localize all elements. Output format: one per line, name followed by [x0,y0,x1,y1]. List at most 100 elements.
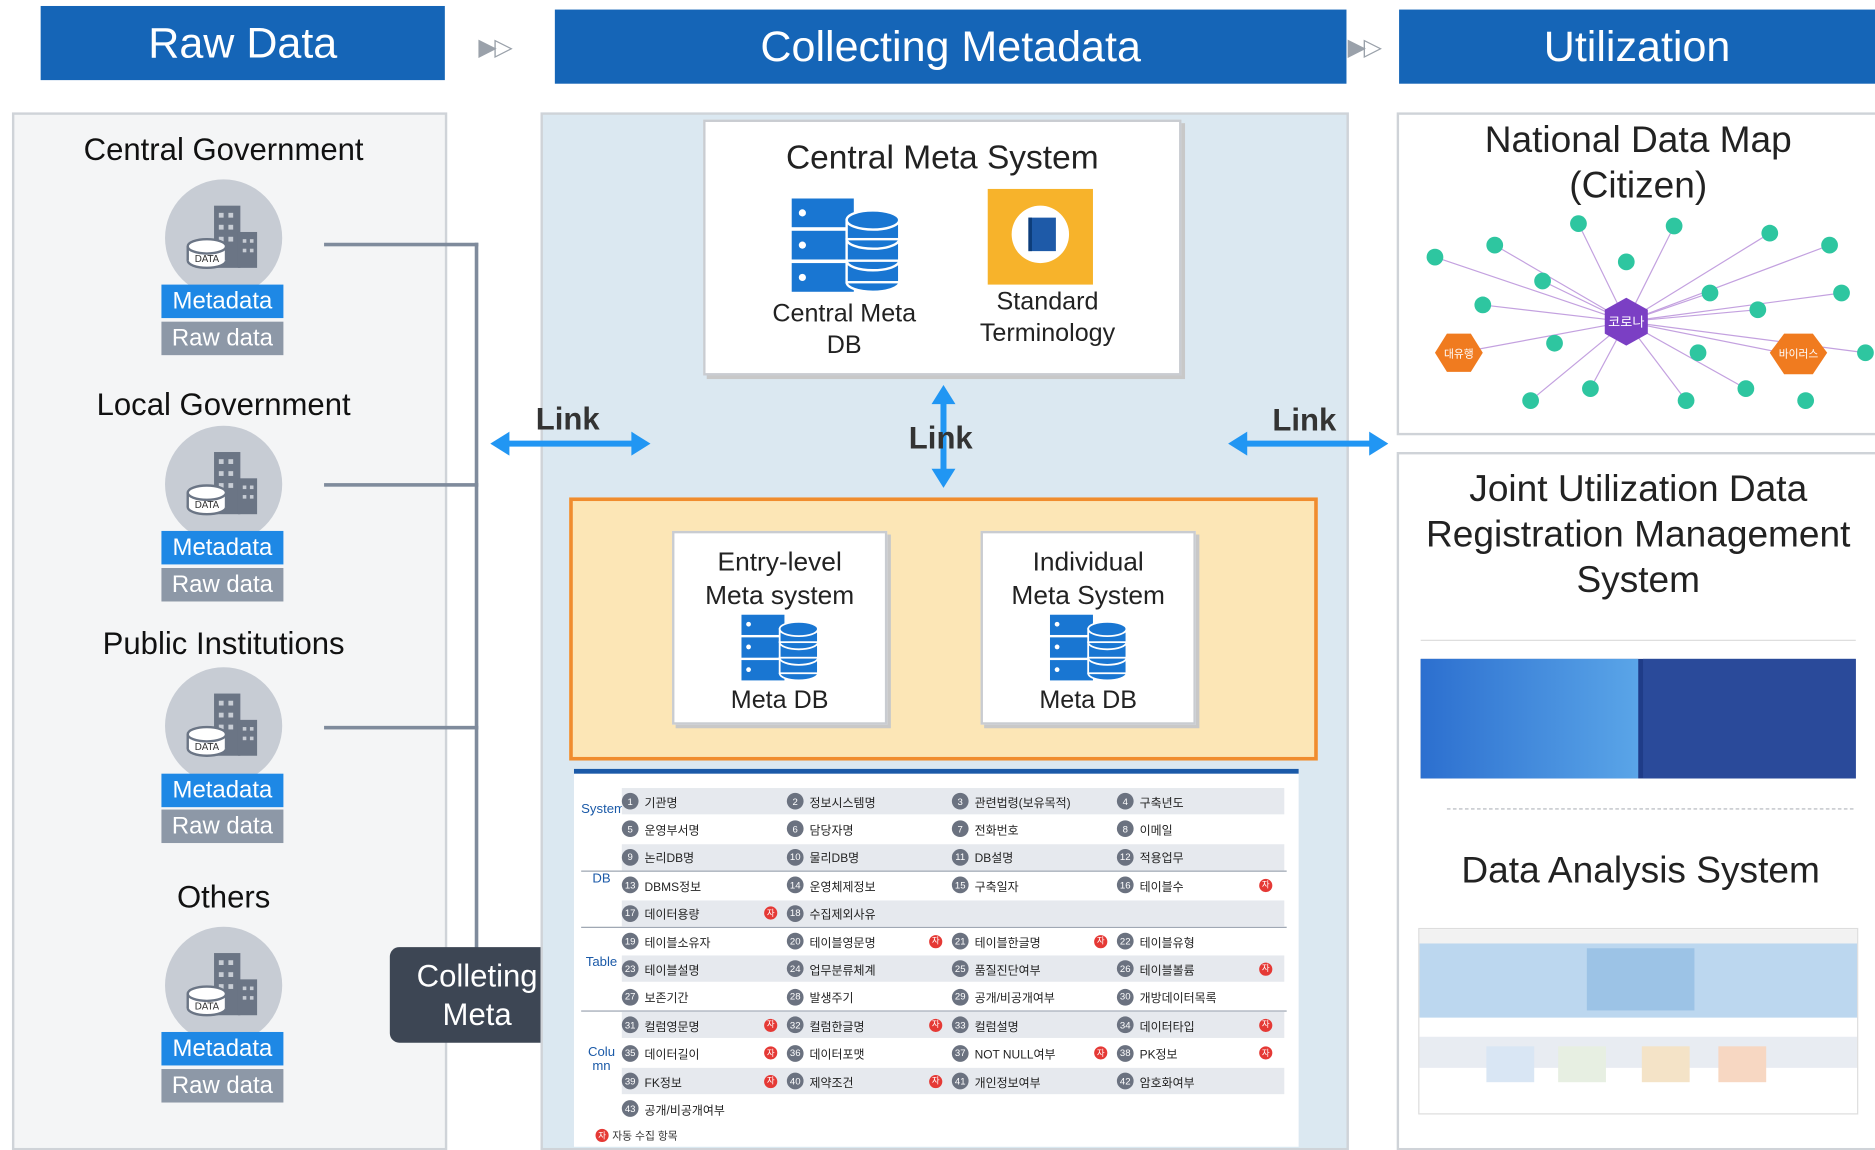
link-label-center: Link [908,419,973,456]
connector-central [324,242,479,247]
auto-collect-marker: 자 [929,1018,943,1032]
meta-item-label: 정보시스템명 [809,797,876,811]
auto-collect-marker: 자 [1094,1046,1108,1060]
auto-collect-marker: 자 [764,906,778,920]
central-meta-db-label-2: DB [826,331,862,359]
db-icon-text: DATA [195,1001,220,1012]
link-arrow-left [490,431,651,456]
meta-item-number: 41 [951,1072,969,1090]
flow-arrows-1: ▶▷ [478,34,512,61]
colleting-meta-line1: Colleting [416,957,538,994]
meta-item-label: 컬럼한글명 [809,1020,865,1034]
raw-data-label: Raw data [161,1069,284,1103]
raw-data-label: Raw data [161,809,284,844]
individual-db-icon [1049,614,1128,682]
meta-item-number: 1 [621,792,639,810]
source-title: Others [176,878,271,915]
meta-item-number: 29 [951,988,969,1006]
meta-item-number: 17 [621,904,639,922]
meta-item-label: 개인정보여부 [974,1076,1041,1090]
meta-item-label: 논리DB명 [644,852,695,867]
central-meta-db-label-1: Central Meta [772,300,917,328]
meta-item-label: NOT NULL여부 [974,1048,1056,1062]
book-icon [1028,217,1056,252]
meta-item-number: 42 [1116,1072,1134,1090]
metadata-label: Metadata [161,773,284,808]
auto-collect-marker: 자 [929,934,943,948]
meta-item-label: 기관명 [644,797,678,811]
meta-item-number: 26 [1116,960,1134,978]
meta-item-number: 20 [786,932,804,950]
auto-collect-marker: 자 [1259,1046,1273,1060]
meta-item-label: 컬럼영문명 [644,1020,700,1034]
meta-item-label: FK정보 [644,1076,682,1090]
joint-utilization-title-3: System [1576,558,1701,601]
central-meta-db-icon [791,198,901,293]
building-db-icon: DATA [186,693,258,757]
meta-item-number: 13 [621,876,639,894]
divider-dashed [1446,808,1854,810]
meta-item-label: 구축일자 [974,880,1019,895]
meta-item-label: 데이터포맷 [809,1048,865,1062]
building-db-icon: DATA [186,452,258,516]
link-label-left: Link [535,400,600,437]
meta-item-number: 28 [786,988,804,1006]
meta-item-label: 컬럼설명 [974,1020,1019,1034]
meta-item-number: 30 [1116,988,1134,1006]
meta-item-number: 6 [786,820,804,838]
meta-item-label: 보존기간 [644,992,689,1007]
meta-item-label: 구축년도 [1139,797,1184,811]
flow-arrows-2: ▶▷ [1347,34,1382,61]
meta-item-number: 14 [786,876,804,894]
meta-item-label: 물리DB명 [809,852,860,867]
joint-utilization-screenshot [1420,615,1856,779]
db-icon-text: DATA [195,254,220,265]
auto-collect-marker: 자 [1259,878,1273,892]
data-analysis-screenshot [1418,927,1859,1115]
standard-terminology-label: Standard Terminology [952,287,1143,349]
meta-item-number: 22 [1116,932,1134,950]
building-db-icon: DATA [186,205,258,270]
joint-utilization-title: Joint Utilization Data Registration Mana… [1401,466,1875,602]
meta-item-number: 12 [1116,848,1134,866]
meta-table-group-label: Table [585,955,618,971]
raw-data-label: Raw data [161,568,284,602]
individual-box: Individual Meta System Meta DB [980,530,1196,725]
meta-item-label: DB설명 [974,852,1014,867]
meta-item-number: 5 [621,820,639,838]
meta-item-label: 데이터타입 [1139,1020,1195,1034]
meta-item-number: 43 [621,1100,639,1118]
auto-collect-marker: 자 [1094,934,1108,948]
meta-table-cell: 1 기관명 [621,788,785,814]
meta-item-number: 8 [1116,820,1134,838]
metadata-label: Metadata [161,1031,284,1066]
meta-item-number: 24 [786,960,804,978]
auto-collect-marker: 자 [595,1128,609,1142]
entry-level-line1: Entry-level [717,546,842,577]
